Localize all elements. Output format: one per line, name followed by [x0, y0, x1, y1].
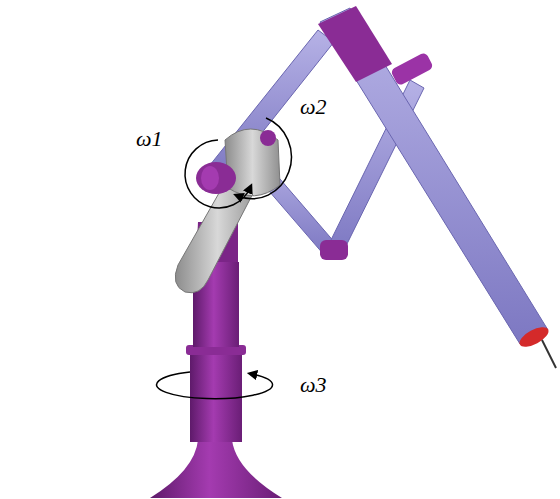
- joint-two: [260, 130, 276, 146]
- forearm-clamp: [390, 52, 434, 87]
- joint-one: [196, 162, 236, 194]
- forearm-end: [318, 6, 392, 82]
- rotation-label: ω3: [300, 374, 327, 396]
- rotation-arrow-two: [238, 118, 291, 199]
- rotation-label: ω2: [300, 96, 327, 118]
- column-lower: [190, 350, 242, 442]
- tool-cable: [542, 340, 556, 368]
- rotation-arrow-one: [185, 140, 250, 208]
- rotation-arrow-three: [157, 372, 273, 399]
- elbow-joint: [320, 240, 348, 260]
- joint-one-face: [201, 166, 219, 190]
- base-flange: [150, 440, 282, 498]
- rotation-label: ω1: [136, 128, 163, 150]
